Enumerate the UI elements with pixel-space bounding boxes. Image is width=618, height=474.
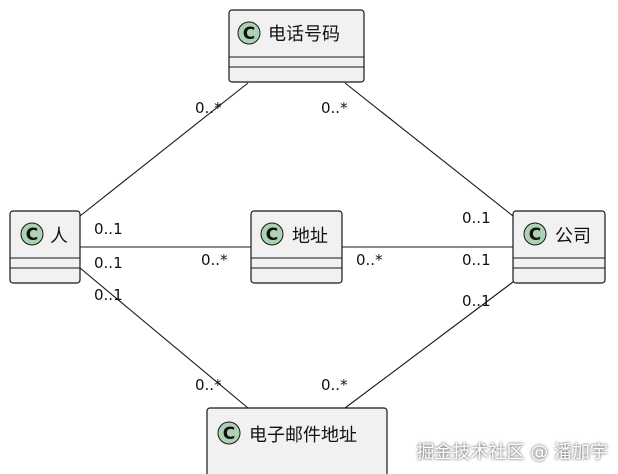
class-name: 电话号码: [268, 24, 340, 45]
class-stereotype-icon: [237, 21, 261, 45]
mult-person-phone: 0..*: [195, 99, 222, 117]
edge-person-phone: [79, 82, 249, 217]
mult-company-email-to: 0..*: [321, 376, 348, 394]
edge-company-phone: [344, 82, 514, 217]
class-stereotype-icon: [523, 222, 547, 246]
class-box: [512, 210, 606, 284]
class-stereotype-letter: C: [243, 24, 255, 44]
mult-address-company-from: 0..*: [356, 251, 383, 269]
associations: [79, 82, 514, 409]
class-box: [9, 210, 81, 284]
mult-company-phone: 0..*: [321, 99, 348, 117]
class-email-address[interactable]: C 电子邮件地址: [206, 407, 388, 474]
class-company[interactable]: C 公司: [512, 210, 606, 284]
class-name: 电子邮件地址: [249, 425, 357, 446]
class-stereotype-letter: C: [223, 424, 235, 444]
mult-address-company-to: 0..1: [462, 251, 491, 269]
mult-person-email-from-b: 0..1: [94, 286, 123, 304]
class-address[interactable]: C 地址: [250, 210, 343, 284]
class-name: 人: [50, 226, 68, 247]
class-name: 地址: [292, 226, 328, 247]
mult-person-email-from-a: 0..1: [94, 254, 123, 272]
edge-company-email: [344, 281, 514, 409]
class-box: [250, 210, 343, 284]
mult-company-address-from: 0..1: [462, 209, 491, 227]
mult-person-email-to: 0..*: [195, 376, 222, 394]
class-phone-number[interactable]: C 电话号码: [228, 9, 365, 83]
class-stereotype-letter: C: [26, 225, 38, 245]
class-box: [228, 9, 365, 83]
class-stereotype-icon: [260, 222, 284, 246]
mult-company-email-from: 0..1: [462, 292, 491, 310]
edge-person-email: [79, 267, 249, 409]
watermark: 掘金技术社区 @ 潘加宇: [416, 442, 608, 463]
class-name: 公司: [555, 226, 591, 247]
class-person[interactable]: C 人: [9, 210, 81, 284]
multiplicity-labels: 0..* 0..* 0..1 0..* 0..* 0..1 0..1 0..1 …: [94, 99, 491, 394]
class-stereotype-letter: C: [266, 225, 278, 245]
mult-person-address-to: 0..*: [201, 251, 228, 269]
class-stereotype-letter: C: [529, 225, 541, 245]
class-stereotype-icon: [217, 421, 241, 445]
class-stereotype-icon: [20, 222, 44, 246]
mult-person-address-from: 0..1: [94, 220, 123, 238]
class-box: [206, 407, 388, 474]
